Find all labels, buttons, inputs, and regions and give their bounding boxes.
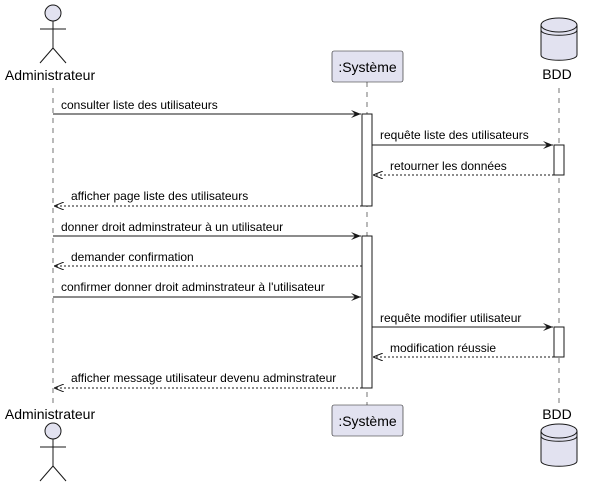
actor-admin-label-bottom: Administrateur (5, 406, 96, 422)
activation-db-1 (553, 144, 565, 176)
message-label-7: confirmer donner droit adminstrateur à l… (61, 280, 325, 294)
message-label-2: requête liste des utilisateurs (380, 128, 529, 142)
actor-admin-label-top: Administrateur (5, 67, 96, 83)
participant-system-top: :Système (331, 50, 404, 83)
activation-system-1 (361, 113, 373, 207)
database-db-label-top: BDD (542, 66, 572, 82)
database-icon (540, 25, 578, 61)
message-label-6: demander confirmation (71, 250, 194, 264)
message-label-9: modification réussie (390, 341, 496, 355)
database-db-bottom: BDD (540, 406, 578, 467)
activation-system-2 (361, 235, 373, 389)
participant-system-label-top: :Système (338, 59, 397, 75)
actor-admin-bottom: Administrateur (5, 406, 96, 482)
message-label-3: retourner les données (390, 159, 507, 173)
database-db-label-bottom: BDD (542, 406, 572, 422)
actor-admin-top: Administrateur (5, 4, 96, 83)
message-label-4: afficher page liste des utilisateurs (71, 189, 248, 203)
message-label-8: requête modifier utilisateur (380, 311, 521, 325)
message-label-10: afficher message utilisateur devenu admi… (71, 371, 336, 385)
actor-head-icon (44, 422, 62, 440)
actor-head-icon (44, 4, 62, 22)
message-label-5: donner droit adminstrateur à un utilisat… (61, 220, 283, 234)
activation-db-2 (553, 326, 565, 358)
database-db-top: BDD (540, 17, 578, 82)
database-icon (540, 431, 578, 467)
participant-system-label-bottom: :Système (338, 413, 397, 429)
participant-system-bottom: :Système (331, 404, 404, 437)
message-label-1: consulter liste des utilisateurs (61, 98, 218, 112)
